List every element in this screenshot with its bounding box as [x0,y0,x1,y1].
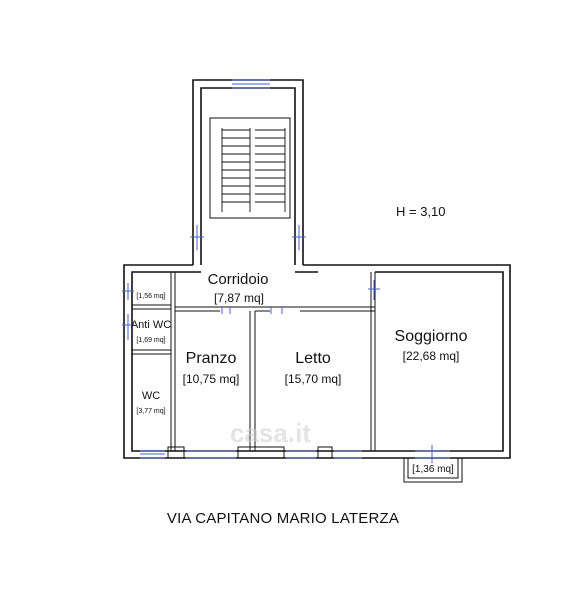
room-soggiorno-area: [22,68 mq] [403,349,460,363]
address-label: VIA CAPITANO MARIO LATERZA [166,510,400,527]
window-stair-left [190,225,204,250]
windows [122,280,450,463]
room-closet-area: [1,56 mq] [136,293,165,300]
room-corridoio-name: Corridoio [208,271,269,288]
stairs-right [255,128,286,212]
window-stair-right [292,225,306,250]
stairs-left [221,128,250,212]
room-letto-area: [15,70 mq] [285,372,342,386]
window-stair-top [232,79,270,89]
stairwell [190,79,306,265]
room-balcony-area: [1,36 mq] [412,464,454,475]
room-letto-name: Letto [295,350,331,367]
apartment-walls [123,264,511,483]
room-pranzo-area: [10,75 mq] [183,372,240,386]
room-wc-name: WC [142,390,160,402]
room-corridoio-area: [7,87 mq] [214,291,264,305]
room-antiwc-name: Anti WC [131,319,171,331]
room-antiwc-area: [1,69 mq] [136,337,165,344]
height-note: H = 3,10 [396,204,446,219]
room-pranzo-name: Pranzo [186,350,237,367]
room-wc-area: [3,77 mq] [136,408,165,415]
room-soggiorno-name: Soggiorno [395,328,468,345]
watermark-text: casa.it [230,418,311,448]
